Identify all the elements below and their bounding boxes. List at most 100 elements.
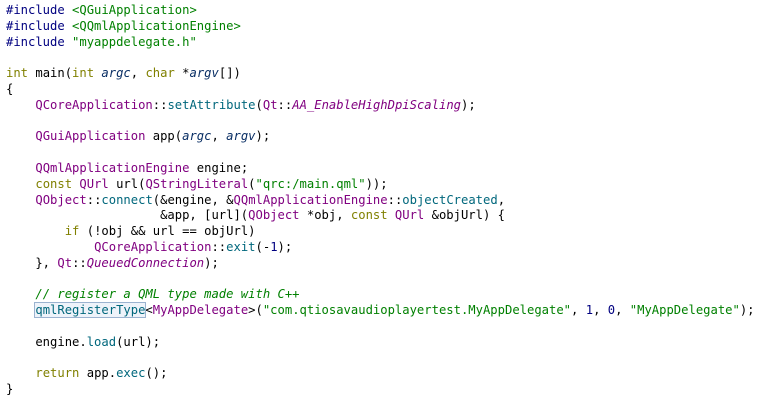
- code-line[interactable]: [6, 145, 773, 161]
- code-token: const: [350, 208, 388, 223]
- code-token: AA_EnableHighDpiScaling: [292, 97, 461, 112]
- code-line[interactable]: &app, [url](QObject *obj, const QUrl &ob…: [6, 208, 773, 224]
- code-token: argc: [182, 129, 212, 144]
- code-token: char: [145, 66, 175, 81]
- code-token: {: [6, 81, 14, 96]
- code-token: );: [204, 255, 219, 270]
- code-token: [6, 287, 35, 301]
- code-line[interactable]: #include <QQmlApplicationEngine>: [6, 19, 773, 35]
- code-token: [388, 208, 395, 222]
- code-token: <: [145, 303, 153, 318]
- code-line[interactable]: [6, 272, 773, 288]
- code-token: []): [218, 66, 241, 81]
- code-token: argc: [101, 66, 131, 81]
- code-token: QObject: [248, 208, 300, 223]
- code-line[interactable]: const QUrl url(QStringLiteral("qrc:/main…: [6, 177, 773, 193]
- code-token: [6, 366, 35, 380]
- code-token: >(: [248, 303, 263, 318]
- code-token: int: [6, 66, 29, 81]
- code-line[interactable]: QObject::connect(&engine, &QQmlApplicati…: [6, 193, 773, 209]
- code-token: );: [255, 129, 271, 144]
- code-token: (&engine, &: [152, 192, 234, 207]
- code-token: *: [174, 66, 190, 81]
- code-token: // register a QML type made with C++: [35, 287, 300, 302]
- code-token: ,: [571, 303, 586, 318]
- code-line[interactable]: int main(int argc, char *argv[]): [6, 66, 773, 82]
- code-token: &objUrl) {: [424, 208, 505, 223]
- code-token: QUrl: [394, 208, 425, 223]
- code-line[interactable]: [6, 114, 773, 130]
- code-line[interactable]: [6, 319, 773, 335]
- code-token: main(: [28, 66, 73, 81]
- code-line[interactable]: QCoreApplication::setAttribute(Qt::AA_En…: [6, 98, 773, 114]
- code-token: QObject: [35, 192, 87, 207]
- code-token: "com.qtiosavaudioplayertest.MyAppDelegat…: [262, 303, 572, 318]
- code-token: ,: [211, 129, 227, 144]
- code-token: QCoreApplication: [94, 239, 212, 254]
- code-token: MyAppDelegate: [152, 303, 249, 318]
- code-token: [6, 129, 35, 143]
- code-line[interactable]: return app.exec();: [6, 366, 773, 382]
- code-token: ::: [86, 192, 102, 207]
- code-token: *obj,: [299, 208, 351, 223]
- code-line[interactable]: }, Qt::QueuedConnection);: [6, 256, 773, 272]
- code-token: (!obj && url == objUrl): [79, 224, 256, 239]
- code-token: QQmlApplicationEngine: [35, 160, 190, 175]
- code-token: }: [6, 382, 14, 397]
- code-token: );: [461, 97, 476, 112]
- code-token: "MyAppDelegate": [629, 303, 740, 318]
- code-line[interactable]: if (!obj && url == objUrl): [6, 224, 773, 240]
- code-token: return: [35, 366, 80, 381]
- code-token: ,: [497, 192, 506, 207]
- code-token: (: [248, 176, 256, 191]
- code-line[interactable]: QCoreApplication::exit(-1);: [6, 240, 773, 256]
- code-token: <QGuiApplication>: [72, 3, 197, 17]
- code-token: objectCreated: [402, 192, 498, 207]
- code-token: );: [277, 239, 293, 254]
- code-token: exit: [226, 239, 256, 254]
- code-token: ();: [145, 366, 168, 381]
- code-line[interactable]: [6, 351, 773, 367]
- code-token: QGuiApplication: [35, 129, 146, 144]
- code-token: exec: [116, 366, 146, 381]
- code-token: app.: [79, 366, 117, 381]
- code-token: 0: [607, 303, 616, 318]
- code-token: load: [86, 334, 117, 349]
- code-line[interactable]: QQmlApplicationEngine engine;: [6, 161, 773, 177]
- code-line[interactable]: qmlRegisterType<MyAppDelegate>("com.qtio…: [6, 302, 773, 319]
- code-token: url(: [108, 176, 146, 191]
- code-token: ));: [365, 176, 388, 191]
- code-token: ,: [615, 303, 630, 318]
- code-token: [6, 303, 35, 317]
- code-token: engine.: [6, 334, 87, 349]
- code-token: const: [35, 176, 73, 191]
- code-token: #include: [6, 3, 73, 17]
- code-token: QCoreApplication: [35, 97, 153, 112]
- code-token: setAttribute: [167, 97, 256, 112]
- code-token: if: [64, 224, 80, 239]
- code-line[interactable]: // register a QML type made with C++: [6, 287, 773, 303]
- code-line[interactable]: }: [6, 382, 773, 398]
- code-line[interactable]: QGuiApplication app(argc, argv);: [6, 129, 773, 145]
- code-token: },: [6, 255, 58, 270]
- code-line[interactable]: {: [6, 82, 773, 98]
- code-token: Qt: [262, 97, 278, 112]
- code-token: argv: [226, 129, 256, 144]
- code-line[interactable]: engine.load(url);: [6, 335, 773, 351]
- code-token: <QQmlApplicationEngine>: [72, 18, 241, 33]
- code-token: int: [72, 66, 95, 81]
- code-line[interactable]: #include <QGuiApplication>: [6, 3, 773, 19]
- code-token: app(: [145, 129, 183, 144]
- code-token: );: [739, 303, 755, 318]
- code-token: "myappdelegate.h": [72, 34, 197, 49]
- code-line[interactable]: [6, 50, 773, 66]
- code-token: &app, [url](: [6, 208, 249, 223]
- code-token: QueuedConnection: [86, 255, 205, 270]
- code-line[interactable]: #include "myappdelegate.h": [6, 35, 773, 51]
- code-token: 1: [585, 303, 594, 318]
- code-token: ::: [387, 192, 403, 207]
- code-token: Qt: [57, 255, 73, 270]
- code-token: QUrl: [79, 176, 109, 191]
- code-token: (url);: [116, 334, 161, 349]
